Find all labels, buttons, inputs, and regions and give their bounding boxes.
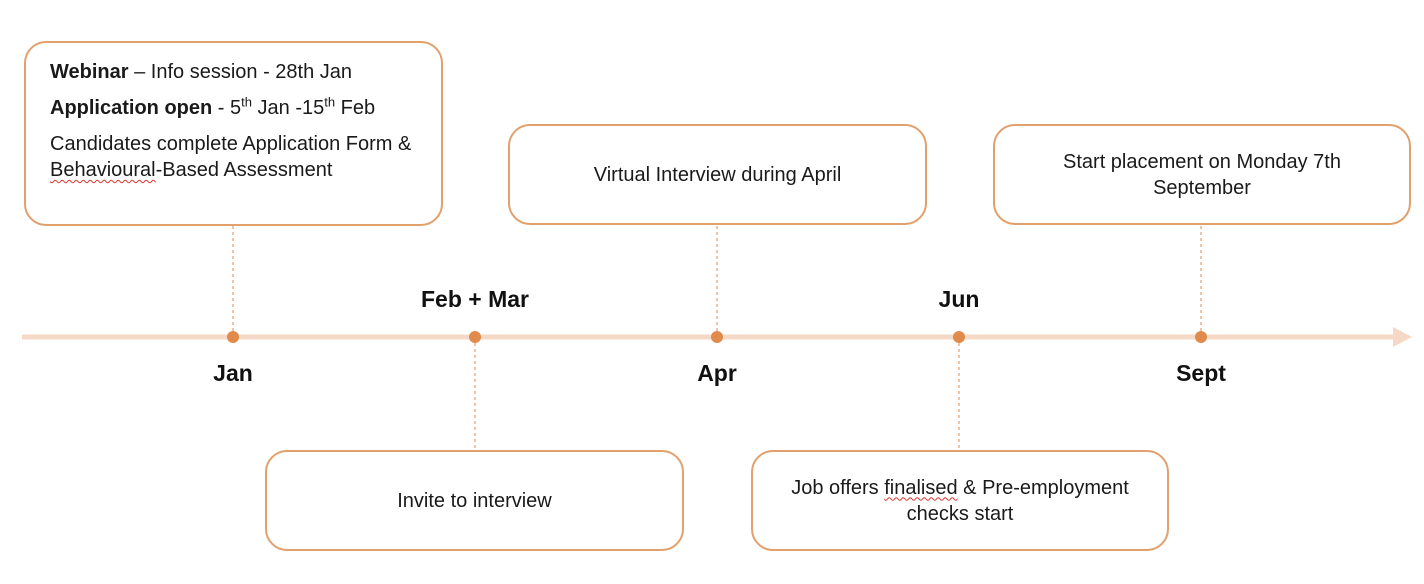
- candidates-text-b: -Based Assessment: [155, 159, 333, 181]
- milestone-dot-apr: [711, 331, 723, 343]
- application-bold: Application open: [50, 97, 213, 119]
- event-text-jun-b: & Pre-employment checks start: [906, 476, 1129, 525]
- webinar-bold: Webinar: [50, 61, 129, 83]
- event-box-jan: Webinar – Info session - 28th Jan Applic…: [24, 41, 443, 226]
- application-text-b: Jan -15: [251, 97, 325, 119]
- event-text-febmar: Invite to interview: [397, 489, 552, 512]
- application-text-a: - 5: [212, 97, 242, 119]
- event-text-jun-wavy: finalised: [884, 476, 958, 499]
- month-label-jun: Jun: [938, 286, 980, 312]
- milestone-dot-jun: [953, 331, 965, 343]
- candidates-line: Candidates complete Application Form & B…: [50, 131, 417, 183]
- event-box-febmar: Invite to interview: [265, 450, 684, 551]
- candidates-text-wavy: Behavioural: [50, 159, 156, 181]
- month-label-sept: Sept: [1176, 360, 1226, 386]
- milestone-dot-sept: [1195, 331, 1207, 343]
- event-box-apr: Virtual Interview during April: [508, 124, 927, 225]
- event-box-sept: Start placement on Monday 7th September: [993, 124, 1411, 225]
- timeline-arrowhead: [1393, 327, 1412, 347]
- application-sup-1: th: [241, 94, 252, 110]
- month-label-jan: Jan: [213, 360, 253, 386]
- event-text-apr: Virtual Interview during April: [593, 163, 842, 186]
- milestone-dot-jan: [227, 331, 239, 343]
- event-text-jun-a: Job offers: [791, 476, 885, 499]
- application-text-c: Feb: [335, 97, 376, 119]
- month-label-apr: Apr: [697, 360, 737, 386]
- webinar-text: – Info session - 28th Jan: [128, 61, 353, 83]
- webinar-line: Webinar – Info session - 28th Jan: [50, 59, 417, 85]
- milestone-dot-febmar: [469, 331, 481, 343]
- event-text-sept: Start placement on Monday 7th September: [1063, 150, 1341, 199]
- month-label-febmar: Feb + Mar: [420, 286, 530, 312]
- application-sup-2: th: [324, 94, 336, 110]
- event-box-jun: Job offers finalised & Pre-employment ch…: [751, 450, 1169, 551]
- application-line: Application open - 5th Jan -15th Feb: [50, 95, 417, 121]
- candidates-text-a: Candidates complete Application Form &: [50, 133, 412, 155]
- event-text-jun: Job offers finalised & Pre-employment ch…: [773, 475, 1147, 527]
